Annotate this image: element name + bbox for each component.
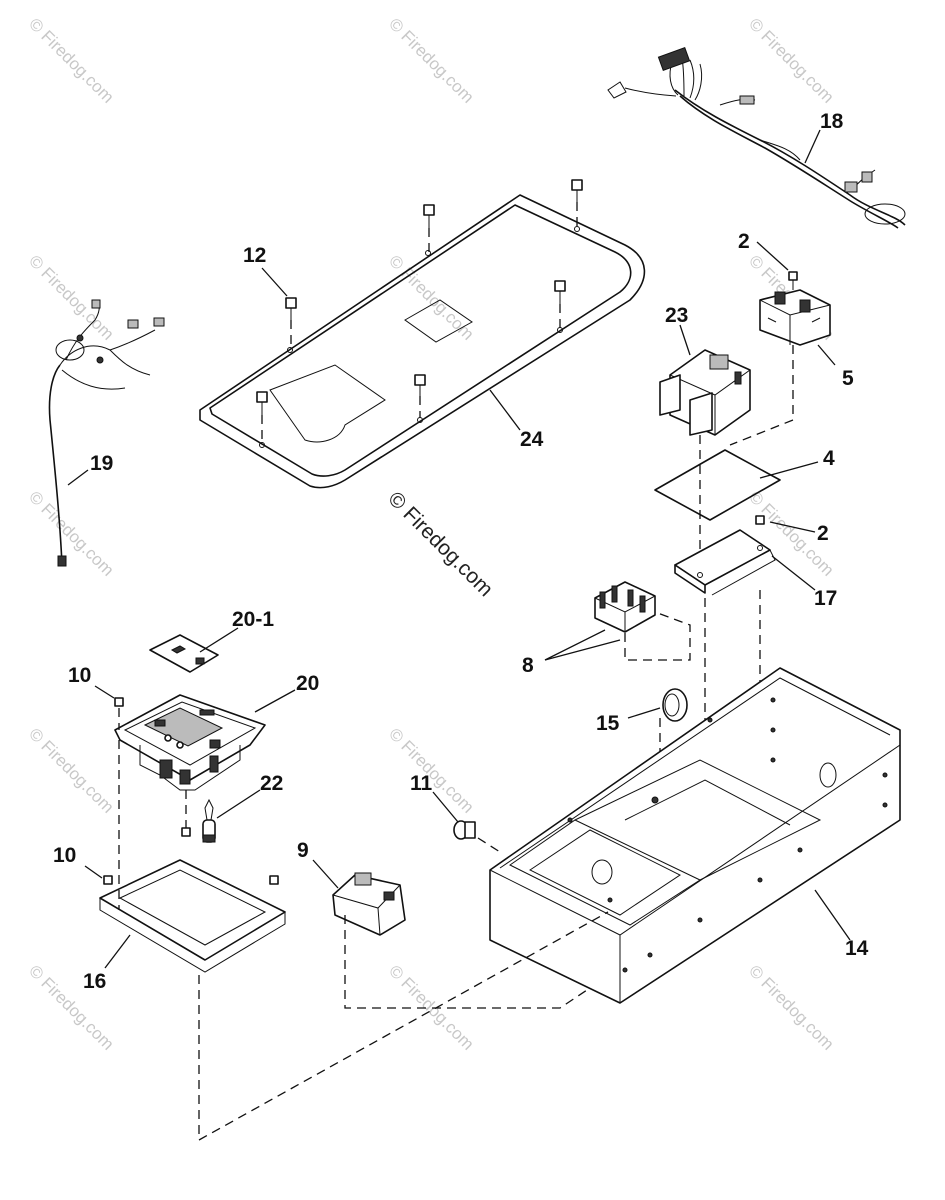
part-9-module xyxy=(332,872,406,936)
label-part-17: 17 xyxy=(814,587,837,610)
part-18-wiring-harness xyxy=(607,46,906,229)
label-part-20: 20 xyxy=(296,672,319,695)
label-part-15: 15 xyxy=(596,712,620,735)
label-part-2: 2 xyxy=(738,230,750,253)
watermark: © Firedog.com xyxy=(25,14,117,106)
watermark: © Firedog.com xyxy=(385,251,477,343)
label-part-10: 10 xyxy=(53,844,76,867)
label-part-2: 2 xyxy=(817,522,829,545)
label-part-24: 24 xyxy=(520,428,544,451)
part-22-fuse-holder xyxy=(202,798,216,843)
part-17-bracket xyxy=(674,529,776,596)
watermark: © Firedog.com xyxy=(385,724,477,816)
watermark: © Firedog.com xyxy=(25,251,117,343)
part-4-insulator xyxy=(654,449,781,521)
part-2-screw-top xyxy=(788,271,798,281)
watermark: © Firedog.com xyxy=(25,724,117,816)
part-2-screw-mid xyxy=(755,515,765,525)
label-part-20-1: 20-1 xyxy=(232,608,274,631)
part-16-mounting-plate xyxy=(99,859,286,973)
label-part-4: 4 xyxy=(823,447,835,470)
part-23-circuit-breaker xyxy=(659,349,751,436)
part-19-wiring-harness xyxy=(48,299,165,567)
label-part-19: 19 xyxy=(90,452,113,475)
part-10-screws xyxy=(103,697,279,937)
part-14-control-box xyxy=(489,667,901,1004)
part-5-terminal-block xyxy=(759,289,831,346)
label-part-18: 18 xyxy=(820,110,844,133)
label-part-8: 8 xyxy=(522,654,534,677)
label-part-22: 22 xyxy=(260,772,283,795)
label-part-10: 10 xyxy=(68,664,91,687)
watermark: © Firedog.com xyxy=(745,14,837,106)
label-part-11: 11 xyxy=(410,772,433,795)
label-part-5: 5 xyxy=(842,367,854,390)
label-part-23: 23 xyxy=(665,304,688,327)
part-20-1-plate xyxy=(149,634,219,673)
label-part-14: 14 xyxy=(845,937,869,960)
label-part-12: 12 xyxy=(243,244,266,267)
label-part-16: 16 xyxy=(83,970,106,993)
part-24-top-cover xyxy=(199,194,646,489)
part-15-grommet xyxy=(662,688,688,722)
watermark-center: © Firedog.com xyxy=(383,487,497,601)
watermark: © Firedog.com xyxy=(25,487,117,579)
watermark: © Firedog.com xyxy=(385,14,477,106)
label-part-9: 9 xyxy=(297,839,309,862)
part-11-fitting xyxy=(453,820,476,840)
watermark: © Firedog.com xyxy=(745,961,837,1053)
part-8-terminal-strip xyxy=(594,581,656,633)
part-20-control-panel xyxy=(114,694,266,791)
part-12-screws xyxy=(256,179,583,444)
